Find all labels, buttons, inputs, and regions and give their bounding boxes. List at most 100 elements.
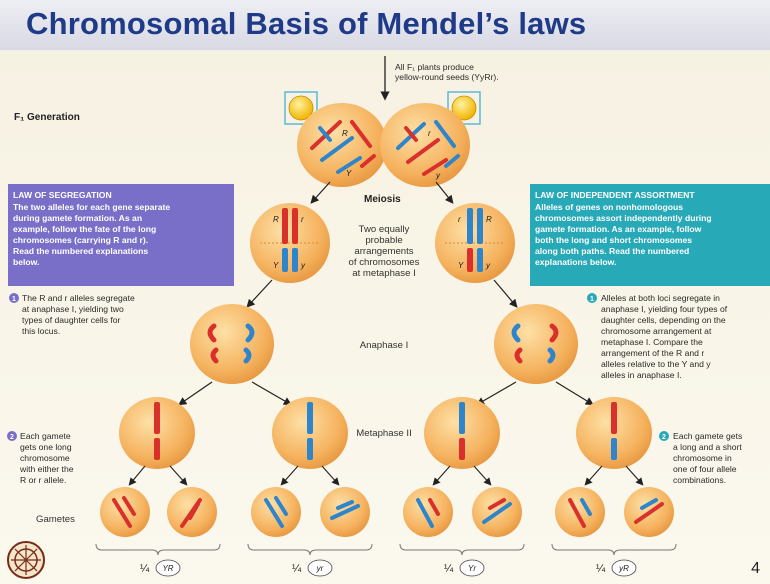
assortment-text: Alleles of genes on nonhomologous	[535, 202, 683, 212]
note1-right: daughter cells, depending on the	[601, 315, 726, 325]
gamete-cell	[251, 487, 301, 537]
fraction-label: ¼	[140, 563, 150, 575]
assortment-heading: LAW OF INDEPENDENT ASSORTMENT	[535, 190, 695, 200]
gamete-bracket	[400, 544, 524, 555]
segregation-text: Read the numbered explanations	[13, 246, 148, 256]
meiosis-label: Meiosis	[364, 194, 401, 205]
chromosome	[282, 208, 288, 244]
note2-right: chromosome in	[673, 453, 732, 463]
arrow	[282, 466, 298, 484]
arrangements-note: probable	[365, 235, 402, 246]
segregation-text: example, follow the fate of the long	[13, 224, 156, 234]
anaphase-i-cell-left	[190, 304, 274, 384]
arrow	[130, 466, 145, 484]
note1-right: anaphase I, yielding four types of	[601, 304, 728, 314]
step-number-2-text: 2	[10, 434, 14, 441]
arrangements-note: at metaphase I	[352, 268, 415, 279]
gamete-bracket	[96, 544, 220, 555]
note1-left: at anaphase I, yielding two	[22, 304, 124, 314]
note1-right: alleles relative to the Y and y	[601, 359, 711, 369]
assortment-text: chromosomes assort independently during	[535, 213, 712, 223]
chromosome	[611, 438, 617, 460]
allele-label: R	[273, 215, 279, 224]
note2-left: gets one long	[20, 442, 72, 452]
note1-left: this locus.	[22, 326, 60, 336]
allele-label: Y	[458, 261, 464, 270]
chromosome	[477, 248, 483, 272]
assortment-text: both the long and short chromosomes	[535, 235, 692, 245]
allele-label: r	[458, 215, 461, 224]
arrow	[478, 382, 516, 404]
arrangements-note: of chromosomes	[349, 257, 420, 268]
note2-left: chromosome	[20, 453, 70, 463]
arrow	[180, 382, 212, 404]
allele-label: r	[428, 129, 431, 138]
genotype-label: YR	[162, 564, 173, 573]
gamete-cell	[555, 487, 605, 537]
note1-left: types of daughter cells for	[22, 315, 121, 325]
arrow	[436, 182, 452, 202]
segregation-text: below.	[13, 257, 39, 267]
arrow	[252, 382, 290, 404]
chromosome	[467, 248, 473, 272]
arrow	[556, 382, 592, 404]
note1-right: alleles in anaphase I.	[601, 370, 682, 380]
step-number-1-text: 1	[12, 296, 16, 303]
step-number-2-text: 2	[662, 434, 666, 441]
genotype-label: yr	[316, 564, 324, 573]
arrow	[434, 466, 450, 484]
fraction-label: ¼	[444, 563, 454, 575]
note1-right: chromosome arrangement at	[601, 326, 712, 336]
note1-right: arrangement of the R and r	[601, 348, 704, 358]
fraction-label: ¼	[596, 563, 606, 575]
chromosome	[459, 438, 465, 460]
arrow	[626, 466, 642, 484]
note2-left: with either the	[19, 464, 74, 474]
top-note-line2: yellow-round seeds (YyRr).	[395, 72, 499, 82]
gamete-cell	[100, 487, 150, 537]
gamete-bracket	[552, 544, 676, 555]
chromosome	[154, 438, 160, 460]
chromosome	[307, 438, 313, 460]
top-note-line1: All F₁ plants produce	[395, 62, 474, 72]
arrangements-note: Two equally	[359, 224, 410, 235]
allele-label: R	[486, 215, 492, 224]
chromosome	[477, 208, 483, 244]
arrow	[248, 280, 272, 306]
note2-left: Each gamete	[20, 431, 71, 441]
arrow	[586, 466, 602, 484]
chromosome	[307, 402, 313, 434]
gametes-label: Gametes	[36, 514, 75, 525]
note1-right: metaphase I. Compare the	[601, 337, 703, 347]
arrow	[494, 280, 516, 306]
chromosome	[459, 402, 465, 434]
arrangements-note: arrangements	[354, 246, 413, 257]
segregation-text: The two alleles for each gene separate	[13, 202, 170, 212]
chromosome	[292, 248, 298, 272]
note2-right: one of four allele	[673, 464, 737, 474]
note2-right: a long and a short	[673, 442, 742, 452]
metaphase-ii-label: Metaphase II	[356, 428, 411, 439]
arrow	[322, 466, 338, 484]
allele-label: Y	[346, 169, 352, 178]
segregation-heading: LAW OF SEGREGATION	[13, 190, 112, 200]
anaphase-i-cell-right	[494, 304, 578, 384]
note2-left: R or r allele.	[20, 475, 66, 485]
arrow	[312, 182, 330, 202]
arrow	[170, 466, 186, 484]
anaphase-i-label: Anaphase I	[360, 340, 409, 351]
chromosome	[467, 208, 473, 244]
page-number: 4	[751, 560, 760, 578]
gamete-cell	[403, 487, 453, 537]
step-number-1-text: 1	[590, 296, 594, 303]
allele-label: Y	[273, 261, 279, 270]
chromosome	[282, 248, 288, 272]
allele-label: r	[301, 215, 304, 224]
institution-logo-icon	[8, 542, 44, 578]
note1-left: The R and r alleles segregate	[22, 293, 135, 303]
assortment-text: gamete formation. As an example, follow	[535, 224, 702, 234]
fraction-label: ¼	[292, 563, 302, 575]
arrow	[474, 466, 490, 484]
